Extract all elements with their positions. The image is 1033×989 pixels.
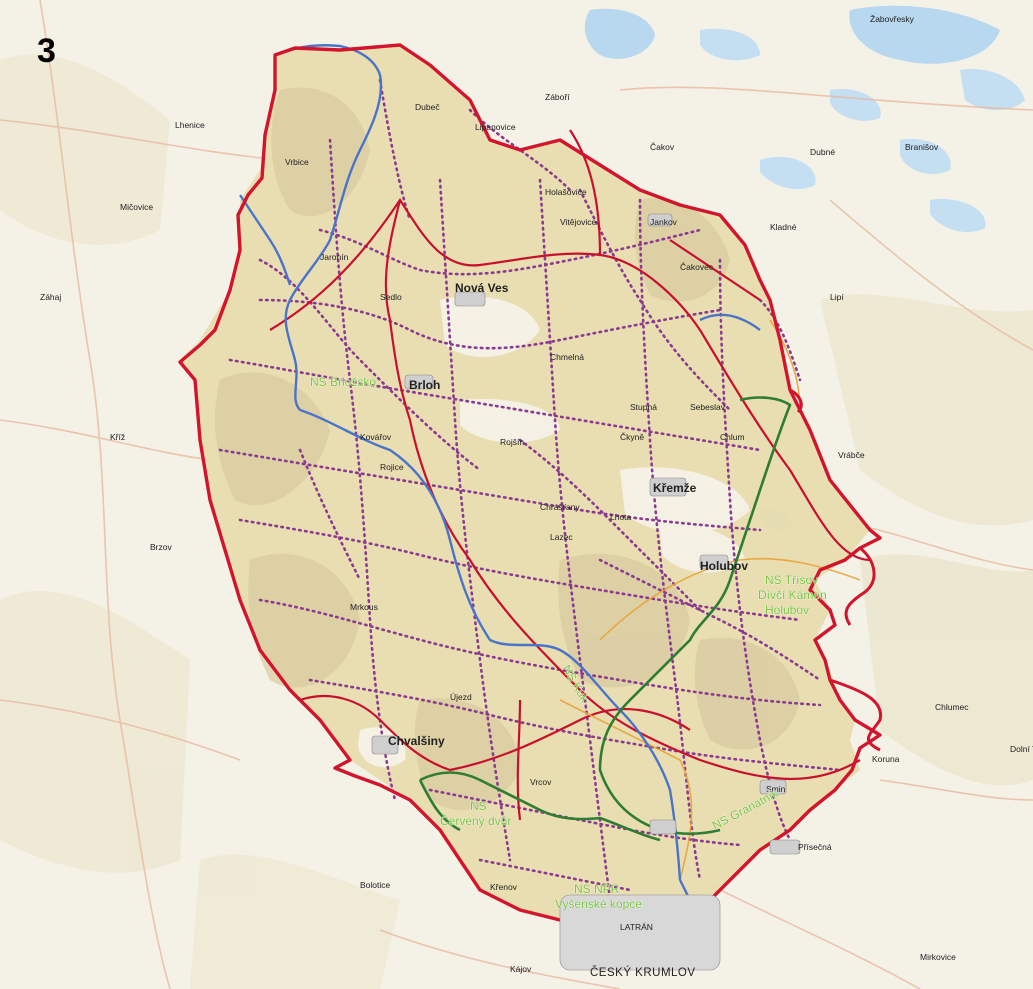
label-chlumec: Chlumec — [935, 702, 969, 712]
label-lipi: Lipí — [830, 292, 844, 302]
label-vrcov: Vrcov — [530, 777, 552, 787]
label-smin: Smin — [766, 784, 786, 794]
label-krenov: Křenov — [490, 882, 518, 892]
label-kladne: Kladné — [770, 222, 797, 232]
label-zabori: Záboří — [545, 92, 570, 102]
label-holasovice: Holašovice — [545, 187, 587, 197]
terrain-patches — [0, 54, 1033, 989]
label-rojsin: Rojšín — [500, 437, 524, 447]
label-vrabce: Vrábče — [838, 450, 865, 460]
label-latran: LATRÁN — [620, 922, 653, 932]
nature-trails — [418, 396, 792, 842]
label-kovarov: Kovářov — [360, 432, 392, 442]
label-zahaj: Záhaj — [40, 292, 61, 302]
sheet-number: 3 — [37, 32, 56, 70]
label-ns-brlozsko: NS Brložsko — [310, 375, 376, 389]
village-labels: Kovářov Rojšín Chmelná Čkyně Vrbice Jaro… — [285, 157, 797, 702]
label-jaronin: Jaronín — [320, 252, 349, 262]
label-zabovresky: Žabovřesky — [870, 14, 915, 24]
label-kremze: Křemže — [653, 481, 697, 495]
label-sedlo: Sedlo — [380, 292, 402, 302]
label-lipanovice: Lipanovice — [475, 122, 516, 132]
label-micovice: Mičovice — [120, 202, 153, 212]
label-ns-cerveny-1: NS — [470, 799, 487, 813]
label-holubov: Holubov — [700, 559, 748, 573]
label-brloh: Brloh — [409, 378, 440, 392]
label-dubne: Dubné — [810, 147, 835, 157]
town-labels: Brloh Křemže Chvalšiny Nová Ves Holubov … — [40, 14, 1033, 979]
label-ckyne: Čkyně — [620, 432, 644, 442]
label-vitejovice: Vitějovice — [560, 217, 596, 227]
label-nova-ves: Nová Ves — [455, 281, 509, 295]
label-chmelna: Chmelná — [550, 352, 584, 362]
label-chlum: Chlum — [720, 432, 745, 442]
label-koruna: Koruna — [872, 754, 900, 764]
label-bolotice: Bolotice — [360, 880, 391, 890]
label-brzov: Brzov — [150, 542, 172, 552]
label-stupna: Stupná — [630, 402, 657, 412]
label-mrkous: Mrkous — [350, 602, 378, 612]
label-rojice: Rojice — [380, 462, 404, 472]
label-lhota: Lhota — [610, 512, 632, 522]
boundary-details — [789, 388, 883, 752]
label-ujezd: Újezd — [450, 692, 472, 702]
label-chvalsiny: Chvalšiny — [388, 734, 445, 748]
label-ns-trisov-3: Holubov — [765, 603, 809, 617]
main-roads — [269, 129, 871, 821]
label-jankov: Jankov — [650, 217, 678, 227]
label-lazec: Lazec — [550, 532, 573, 542]
label-cakov: Čakov — [650, 142, 675, 152]
label-cesky-krumlov: ČESKÝ KRUMLOV — [590, 966, 696, 979]
label-cakovec: Čakovec — [680, 262, 714, 272]
label-lhenice: Lhenice — [175, 120, 205, 130]
label-ns-cerveny-2: Červený dvůr — [440, 813, 511, 828]
label-ns-npr-2: Vyšenské kopce — [555, 897, 642, 911]
label-branisov: Branišov — [905, 142, 939, 152]
label-kajov: Kájov — [510, 964, 532, 974]
label-sebeslav: Sebeslav — [690, 402, 726, 412]
label-prisecna: Přísečná — [798, 842, 832, 852]
label-mirkovice: Mirkovice — [920, 952, 956, 962]
hiking-trails — [218, 78, 842, 902]
label-chrastany: Chrášťany — [540, 502, 580, 512]
label-ns-trisov-1: NS Třísov — [765, 573, 818, 587]
protected-area-boundary — [178, 43, 882, 937]
label-ns-trisov-2: Dívčí Kámen — [758, 588, 827, 602]
settlement-markers — [371, 213, 801, 971]
label-vrbice: Vrbice — [285, 157, 309, 167]
label-dubec: Dubeč — [415, 102, 440, 112]
label-dolni-trebonin: Dolní Třebonín — [1010, 744, 1033, 754]
label-klic: Kříž — [110, 432, 125, 442]
label-ns-npr-1: NS NPR — [574, 882, 620, 896]
